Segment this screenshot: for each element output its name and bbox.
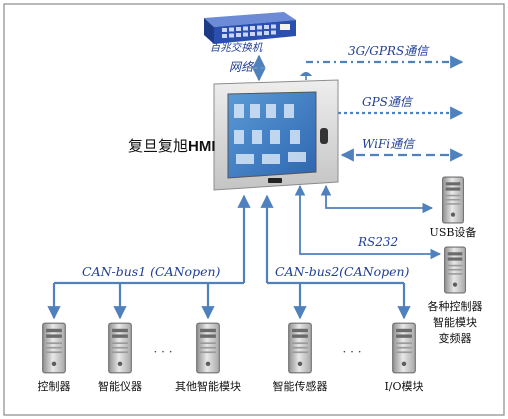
- io-tower-icon: [392, 322, 416, 374]
- hmi-brand-prefix: 复旦复旭: [128, 137, 188, 155]
- multi-device-line2: 智能模块: [433, 315, 477, 329]
- rs232-link: [294, 184, 442, 260]
- network-label: 网络: [229, 60, 255, 74]
- connector-lines: [47, 54, 464, 320]
- controller-label: 控制器: [38, 379, 71, 393]
- canbus1-label: CAN-bus1 (CANopen): [82, 264, 221, 279]
- sensor-tower-icon: [288, 322, 312, 374]
- rs232-label: RS232: [357, 235, 398, 249]
- multi-device-line1: 各种控制器: [428, 299, 483, 313]
- gprs-label: 3G/GPRS通信: [348, 44, 430, 58]
- sensor-label: 智能传感器: [273, 379, 328, 393]
- usb-tower-icon: [441, 176, 465, 224]
- multi-device-tower-icon: [443, 246, 467, 294]
- network-switch-icon: [204, 12, 296, 44]
- gps-label: GPS通信: [362, 95, 414, 109]
- ellipsis-right: · · ·: [342, 345, 361, 359]
- wifi-label: WiFi通信: [362, 137, 416, 151]
- instrument-label: 智能仪器: [98, 379, 142, 393]
- hmi-panel-icon: [213, 79, 339, 191]
- hmi-brand-suffix: HMI: [188, 138, 216, 155]
- module-tower-icon: [196, 322, 220, 374]
- switch-label: 百兆交换机: [210, 42, 263, 54]
- usb-device-label: USB设备: [430, 225, 477, 239]
- instrument-tower-icon: [108, 322, 132, 374]
- canbus2-label: CAN-bus2(CANopen): [275, 264, 410, 279]
- multi-device-line3: 变频器: [439, 331, 472, 345]
- controller-tower-icon: [42, 322, 66, 374]
- io-module-label: I/O模块: [384, 380, 423, 393]
- hmi-brand-label: 复旦复旭HMI: [128, 137, 216, 155]
- outer-frame: [3, 3, 505, 416]
- antenna-icon: [300, 72, 312, 76]
- ellipsis-left: · · ·: [153, 345, 172, 359]
- other-module-label: 其他智能模块: [175, 379, 241, 393]
